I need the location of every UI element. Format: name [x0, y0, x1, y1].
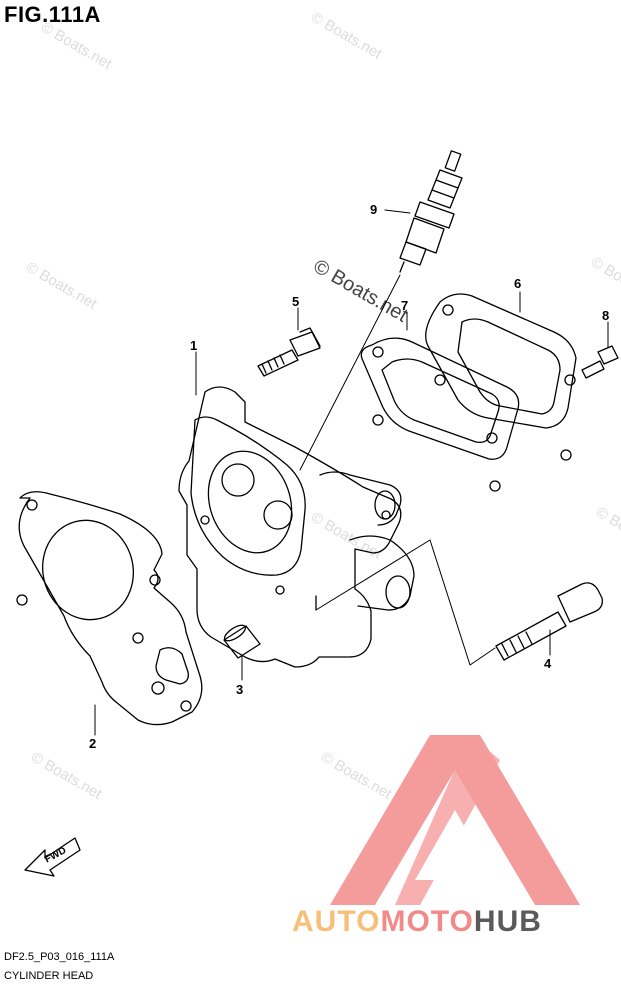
callout-4: 4 — [544, 656, 552, 671]
logo-triangle-icon — [330, 735, 580, 905]
callout-7: 7 — [401, 298, 408, 313]
watermark: © Boats.net — [588, 254, 621, 308]
head-cover-gasket[interactable] — [360, 337, 520, 492]
watermark: © Boats.net — [308, 9, 385, 63]
logo-part-hub: HUB — [473, 905, 542, 938]
watermark: © Boats.net — [318, 749, 395, 803]
callout-2: 2 — [89, 736, 96, 751]
diagram-name: CYLINDER HEAD — [4, 970, 94, 982]
bolt-part-5[interactable] — [257, 327, 321, 377]
cylinder-head[interactable] — [178, 386, 415, 668]
logo-part-auto: AUTO — [292, 905, 381, 938]
logo-part-moto: MOTO — [380, 905, 474, 938]
fwd-label: FWD — [43, 845, 68, 865]
brand-logo: AUTOMOTOHUB — [292, 905, 542, 939]
watermark-group: © Boats.net © Boats.net © Boats.net © Bo… — [23, 9, 621, 803]
watermark: © Boats.net — [28, 749, 105, 803]
watermark-prominent: © Boats.net — [310, 255, 412, 327]
leader-lines — [94, 209, 609, 736]
callout-6: 6 — [514, 276, 521, 291]
callout-5: 5 — [292, 294, 299, 309]
spark-plug[interactable] — [399, 150, 463, 273]
figure-title: FIG.111A — [4, 2, 101, 27]
head-gasket[interactable] — [16, 491, 203, 726]
callout-1: 1 — [190, 338, 197, 353]
diagram-code: DF2.5_P03_016_111A — [4, 951, 115, 963]
dowel-pin[interactable] — [222, 622, 261, 659]
watermark: © Boats.net — [593, 504, 621, 558]
callout-8: 8 — [602, 308, 609, 323]
callout-3: 3 — [236, 682, 243, 697]
callout-9: 9 — [370, 202, 377, 217]
watermark: © Boats.net — [23, 259, 100, 313]
bolt-part-4[interactable] — [495, 582, 603, 661]
forward-arrow-icon — [24, 837, 81, 877]
watermark: © Boats.net — [38, 19, 115, 73]
cylinder-head-cover[interactable] — [425, 293, 577, 461]
bolt-part-8[interactable] — [581, 345, 619, 379]
